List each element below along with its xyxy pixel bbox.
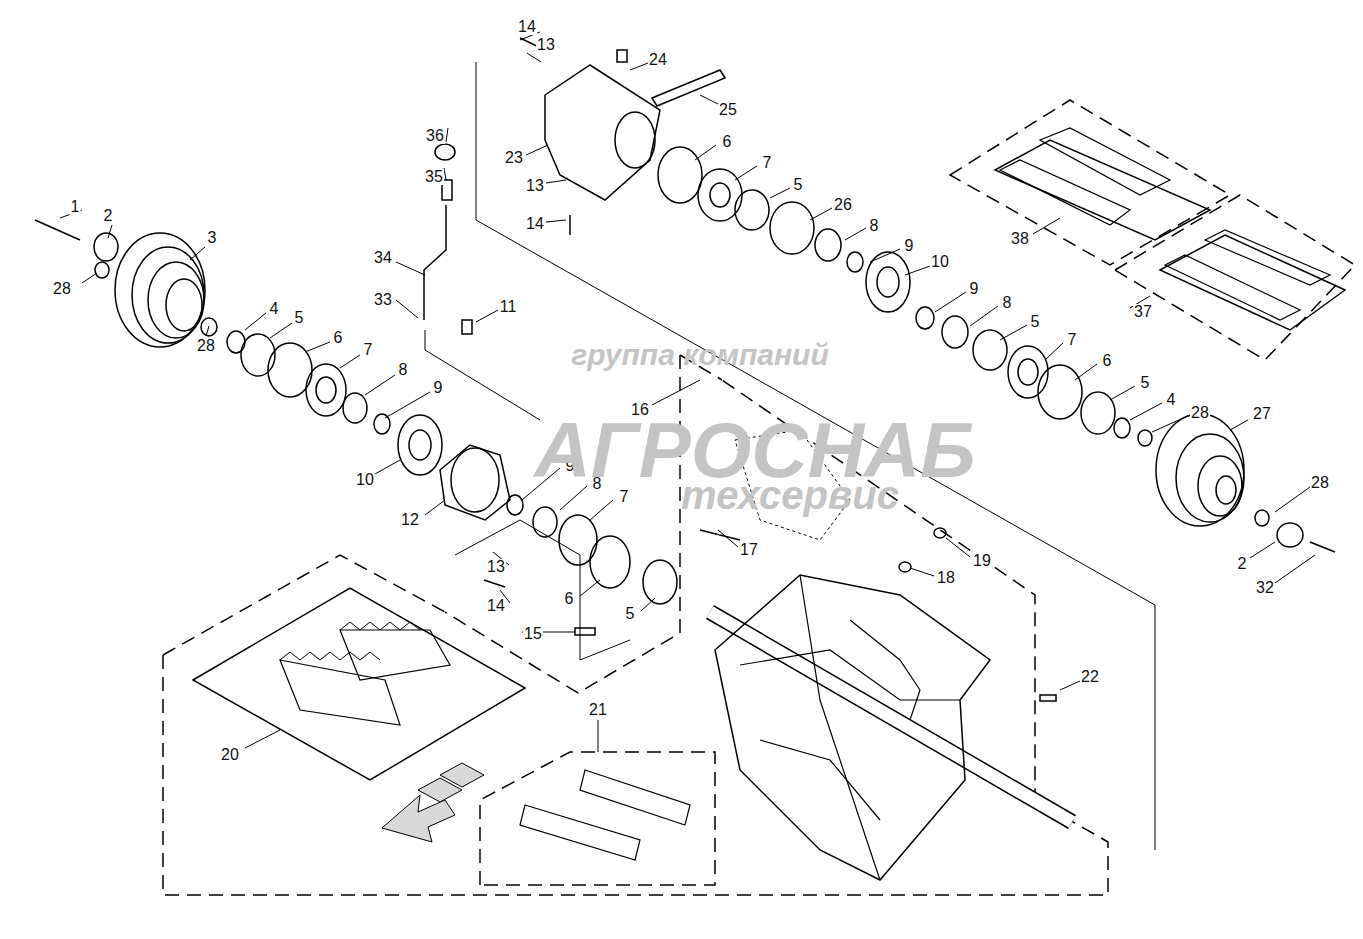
callout-number: 28 bbox=[1190, 405, 1210, 421]
callout-number: 35 bbox=[424, 169, 444, 185]
callout-number: 4 bbox=[269, 301, 280, 317]
callout-number: 9 bbox=[969, 281, 980, 297]
callout-number: 19 bbox=[972, 553, 992, 569]
callout-number: 20 bbox=[220, 747, 240, 763]
callout-number: 10 bbox=[930, 254, 950, 270]
callout-number: 1 bbox=[70, 199, 81, 215]
callout-number: 22 bbox=[1080, 669, 1100, 685]
callout-number: 6 bbox=[722, 134, 733, 150]
callout-number: 7 bbox=[619, 489, 630, 505]
watermark: группа компаний bbox=[571, 340, 828, 370]
callout-number: 10 bbox=[355, 472, 375, 488]
callout-number: 14 bbox=[525, 216, 545, 232]
callout-number: 6 bbox=[564, 591, 575, 607]
callout-number: 7 bbox=[1067, 332, 1078, 348]
callout-number: 36 bbox=[425, 128, 445, 144]
callout-number: 33 bbox=[373, 292, 393, 308]
callout-number: 3 bbox=[207, 230, 218, 246]
watermark: техсервис bbox=[681, 475, 899, 515]
callout-number: 28 bbox=[196, 338, 216, 354]
callout-number: 27 bbox=[1252, 406, 1272, 422]
callout-number: 8 bbox=[869, 218, 880, 234]
callout-number: 32 bbox=[1255, 580, 1275, 596]
callout-number: 2 bbox=[1237, 556, 1248, 572]
callout-number: 4 bbox=[1166, 392, 1177, 408]
callout-number: 12 bbox=[400, 512, 420, 528]
callout-number: 23 bbox=[504, 150, 524, 166]
callout-number: 2 bbox=[103, 208, 114, 224]
callout-number: 11 bbox=[499, 299, 518, 315]
callout-number: 26 bbox=[833, 197, 853, 213]
callout-number: 9 bbox=[904, 238, 915, 254]
callout-number: 18 bbox=[936, 570, 956, 586]
callout-number: 7 bbox=[762, 155, 773, 171]
callout-number: 8 bbox=[1002, 295, 1013, 311]
callout-number: 14 bbox=[486, 598, 506, 614]
callout-number: 7 bbox=[363, 342, 374, 358]
callout-number: 21 bbox=[588, 702, 608, 718]
callout-number: 13 bbox=[486, 559, 506, 575]
callout-number: 25 bbox=[718, 102, 738, 118]
callout-number: 28 bbox=[1310, 475, 1330, 491]
callout-number: 37 bbox=[1133, 304, 1153, 320]
callout-number: 6 bbox=[1102, 353, 1113, 369]
callout-number: 15 bbox=[523, 626, 543, 642]
callout-number: 6 bbox=[333, 330, 344, 346]
callout-number: 9 bbox=[433, 380, 444, 396]
callout-number: 5 bbox=[625, 606, 636, 622]
callout-number: 5 bbox=[1030, 314, 1041, 330]
callout-number: 14 bbox=[517, 19, 537, 35]
callout-number: 8 bbox=[398, 362, 409, 378]
callout-number: 5 bbox=[1140, 375, 1151, 391]
callout-number: 34 bbox=[373, 250, 393, 266]
callout-number: 38 bbox=[1010, 231, 1030, 247]
callout-number: 17 bbox=[739, 542, 759, 558]
callout-number: 13 bbox=[536, 37, 556, 53]
callout-number: 24 bbox=[648, 52, 668, 68]
callout-number: 13 bbox=[525, 178, 545, 194]
callout-number: 5 bbox=[793, 177, 804, 193]
callout-number: 28 bbox=[52, 281, 72, 297]
callout-number: 5 bbox=[294, 310, 305, 326]
